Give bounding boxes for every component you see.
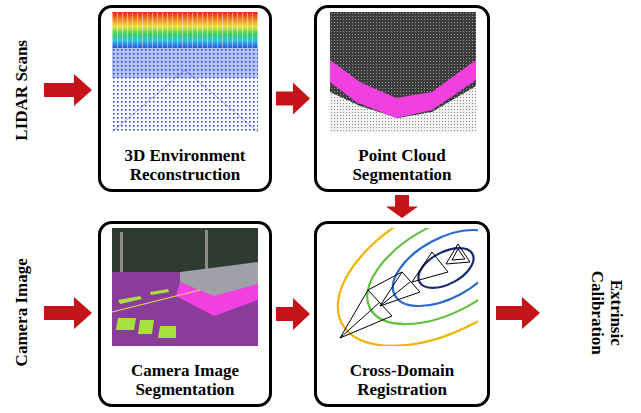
registration-landscape: [330, 228, 478, 346]
io-label: Camera Image: [13, 258, 32, 366]
box-title: Camera Image Segmentation: [105, 362, 265, 399]
box-title: Cross-Domain Registration: [321, 362, 483, 399]
io-label: Extrinsic Calibration: [587, 258, 624, 368]
process-box: Camera Image Segmentation: [98, 221, 272, 407]
point-cloud-image: [112, 12, 258, 132]
segmented-cloud-image: [330, 12, 476, 132]
block-arrow: [44, 297, 92, 329]
process-box: 3D Environment Reconstruction: [98, 5, 272, 192]
block-arrow: [276, 298, 310, 330]
process-box: Cross-Domain Registration: [314, 221, 490, 407]
process-box: Point Cloud Segmentation: [314, 5, 490, 192]
io-label: LIDAR Scans: [13, 40, 32, 141]
block-arrow: [44, 74, 92, 106]
box-title: Point Cloud Segmentation: [321, 147, 483, 184]
block-arrow: [496, 297, 540, 329]
block-arrow: [386, 195, 418, 218]
block-arrow: [276, 83, 310, 115]
segmented-camera-image: [112, 228, 258, 346]
box-title: 3D Environment Reconstruction: [105, 147, 265, 184]
